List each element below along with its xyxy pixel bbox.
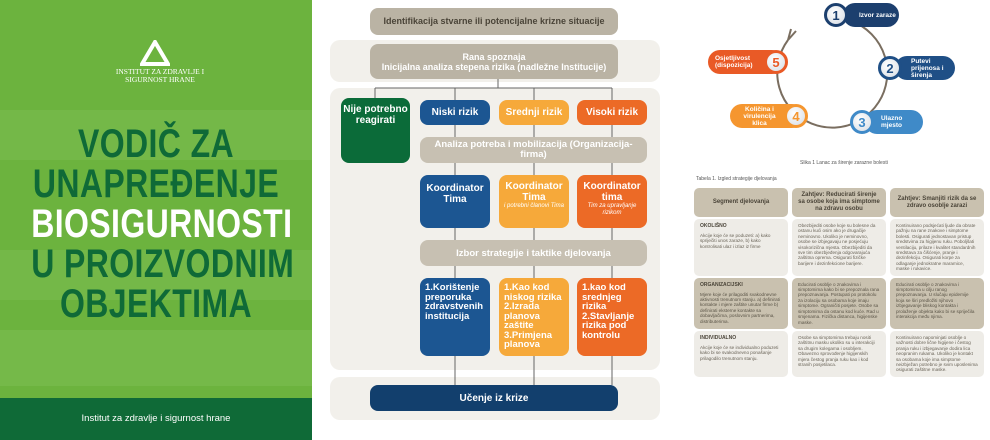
figure-caption: Slika 1 Lanac za širenje zarazne bolesti xyxy=(800,160,888,166)
cover-title-line: VODIČ ZA xyxy=(77,122,235,166)
no-action-box: Nije potrebno reagirati xyxy=(341,98,410,163)
cycle-node-1: 1 xyxy=(824,3,848,27)
background-stripe xyxy=(0,250,312,300)
coordinator-low-box: Koordinator Tima xyxy=(420,175,490,228)
cover-title-line: OBJEKTIMA xyxy=(59,282,253,326)
publisher-band: Institut za zdravlje i sigurnost hrane xyxy=(0,398,312,440)
strategy-table: Segment djelovanja Zahtjev: Reducirati š… xyxy=(694,188,984,377)
table-cell: Kontinuirano napominjati osoblje o važno… xyxy=(890,330,984,377)
strategy-box: Izbor strategije i taktike djelovanja xyxy=(420,240,647,266)
analysis-box: Analiza potreba i mobilizacija (Organiza… xyxy=(420,137,647,163)
table-header: Segment djelovanja xyxy=(694,188,788,217)
early-subtitle: Inicijalna analiza stepena rizika (nadle… xyxy=(381,61,607,72)
early-title: Rana spoznaja xyxy=(462,51,526,62)
cycle-label-1: Izvor zaraze xyxy=(843,3,899,27)
table-cell: Kontinuirano podsjećati ljude da obrate … xyxy=(890,219,984,276)
row-text: Akcije koje će se individualno poduzeti … xyxy=(700,344,779,361)
table-cell: Educirati osoblje o znakovima i simptomi… xyxy=(890,277,984,329)
coordinator-sub: i potrebni članovi Tima xyxy=(504,203,564,209)
cycle-node-2: 2 xyxy=(878,56,902,80)
flowchart: Identifikacija stvarne ili potencijalne … xyxy=(312,0,678,440)
table-row-segment: OKOLIŠNO Akcije koje će se poduzeti: a) k… xyxy=(694,219,788,276)
table-header: Zahtjev: Reducirati širenje sa osobe koj… xyxy=(792,188,886,217)
book-cover: INSTITUT ZA ZDRAVLJE I SIGURNOST HRANE V… xyxy=(0,0,312,440)
table-cell: Educirati osoblje o znakovima i simptomi… xyxy=(792,277,886,329)
table-header: Zahtjev: Smanjiti rizik da se zdravo oso… xyxy=(890,188,984,217)
background-stripe xyxy=(0,110,312,160)
learning-box: Učenje iz krize xyxy=(370,385,618,411)
row-heading: ORGANIZACIJSKI xyxy=(700,281,743,288)
cycle-node-4: 4 xyxy=(784,104,808,128)
high-risk-box: Visoki rizik xyxy=(577,100,647,125)
row-text: Mjere koje će prilagoditi svakodnevne ak… xyxy=(700,291,780,324)
coordinator-title: Koordinator tima xyxy=(583,181,641,203)
cycle-label-2: Putevi prijenosa i širenja xyxy=(895,56,955,80)
table-cell: Osobe sa simptomima trebaju nositi zašti… xyxy=(792,330,886,377)
logo-text: INSTITUT ZA ZDRAVLJE I SIGURNOST HRANE xyxy=(115,67,205,84)
row-heading: OKOLIŠNO xyxy=(700,223,727,229)
institute-logo-icon xyxy=(140,40,170,66)
identification-box: Identifikacija stvarne ili potencijalne … xyxy=(370,8,618,35)
steps-high-box: 1.kao kod srednjeg rizika 2.Stavljanje r… xyxy=(577,278,647,356)
table-caption: Tabela 1. Izgled strategije djelovanja xyxy=(696,176,777,182)
cover-title-line: BIOSIGURNOSTI xyxy=(31,202,293,246)
cycle-node-5: 5 xyxy=(764,50,788,74)
cycle-node-3: 3 xyxy=(850,110,874,134)
steps-medium-box: 1.Kao kod niskog rizika 2.Izrada planova… xyxy=(499,278,569,356)
steps-low-box: 1.Korištenje preporuka zdravstvenih inst… xyxy=(420,278,490,356)
cover-title-line: UNAPREĐENJE xyxy=(32,162,280,206)
flow-arrows xyxy=(374,79,613,385)
coordinator-title: Koordinator Tima xyxy=(426,183,484,205)
coordinator-sub: Tim za upravljanje rizikom xyxy=(587,203,637,216)
cycle-and-table: Izvor zaraze 1 Putevi prijenosa i širenj… xyxy=(680,0,990,440)
cover-title-line: U PROIZVODNIM xyxy=(31,242,295,286)
early-detection-box: Rana spoznaja Inicijalna analiza stepena… xyxy=(370,44,618,79)
medium-risk-box: Srednji rizik xyxy=(499,100,569,125)
table-row-segment: ORGANIZACIJSKI Mjere koje će prilagoditi … xyxy=(694,277,788,329)
table-row-segment: INDIVIDUALNO Akcije koje će se individual… xyxy=(694,330,788,377)
coordinator-title: Koordinator Tima xyxy=(505,181,563,203)
cycle-label-3: Ulazno mjesto xyxy=(865,110,923,134)
low-risk-box: Niski rizik xyxy=(420,100,490,125)
table-cell: Obezbijediti osobe koje su bolesne da os… xyxy=(792,219,886,276)
background-stripe xyxy=(0,330,312,386)
row-text: Akcije koje će se poduzeti: a) kako spri… xyxy=(700,233,771,249)
row-heading: INDIVIDUALNO xyxy=(700,334,737,341)
